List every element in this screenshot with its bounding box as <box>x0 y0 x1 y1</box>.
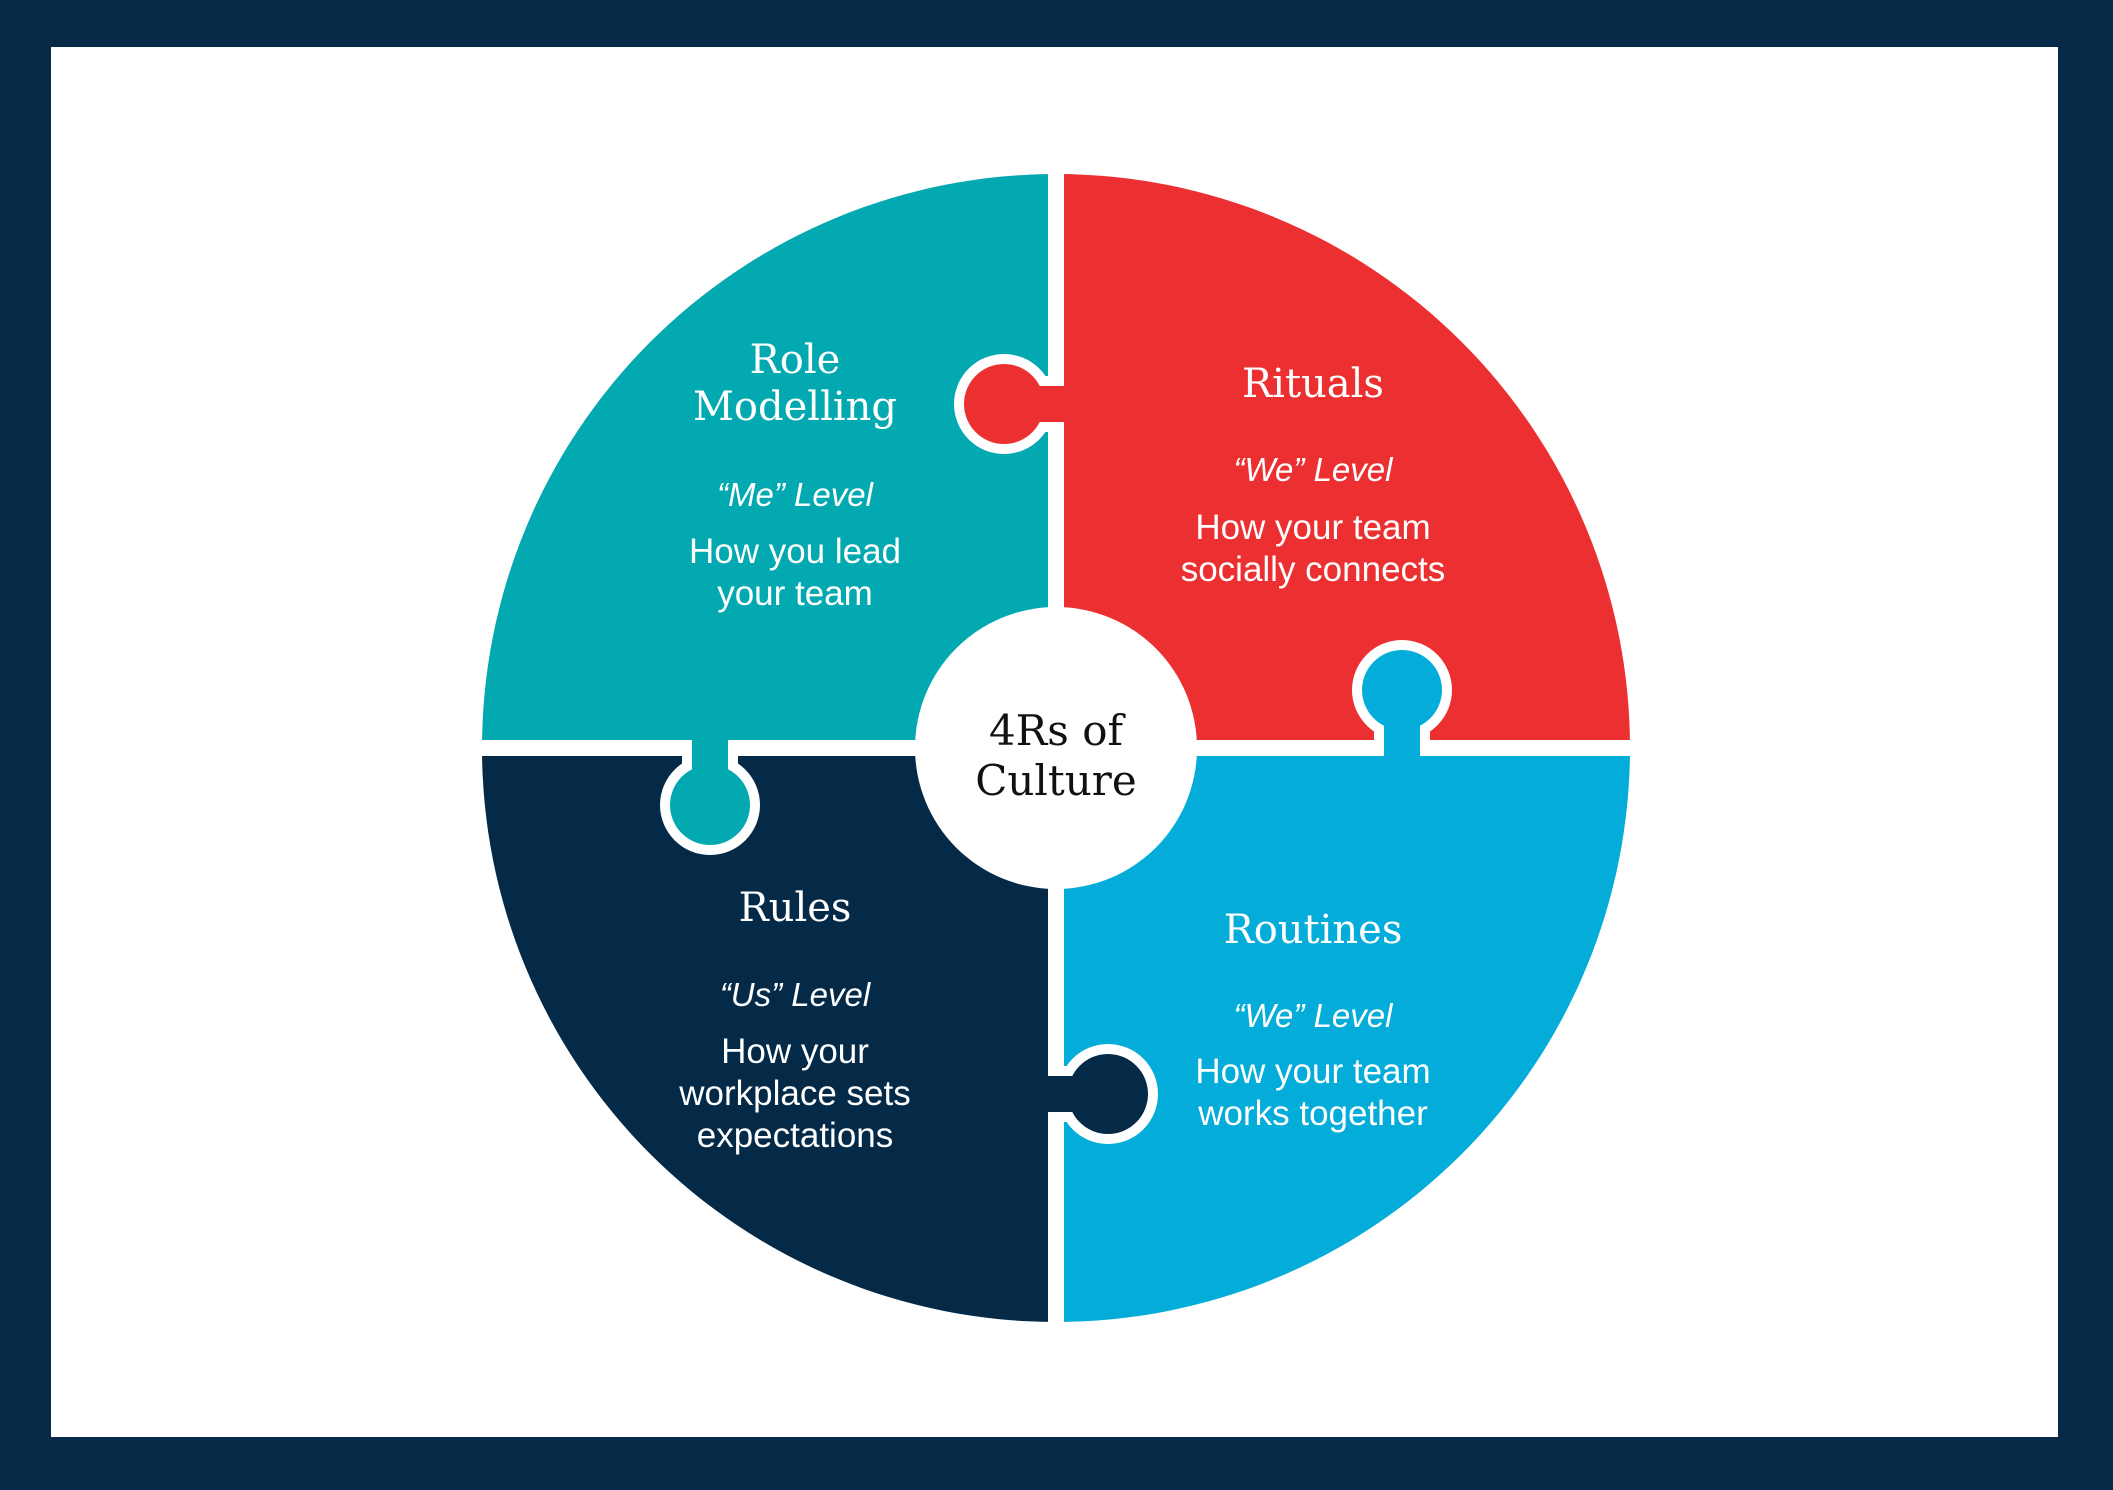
knob-rules <box>1046 1054 1148 1134</box>
role-modelling-level: “Me” Level <box>717 476 875 513</box>
routines-desc-line1: How your team <box>1195 1052 1430 1091</box>
role-modelling-title-line1: Role <box>750 337 841 383</box>
rituals-level: “We” Level <box>1234 451 1395 488</box>
knob-rituals <box>964 364 1066 444</box>
rules-desc-line2: workplace sets <box>678 1074 910 1113</box>
routines-title: Routines <box>1224 907 1403 953</box>
center-circle <box>915 607 1197 889</box>
role-modelling-desc-line1: How you lead <box>689 532 901 571</box>
rules-level: “Us” Level <box>720 976 872 1013</box>
knob-role-modelling <box>670 738 750 845</box>
rituals-title: Rituals <box>1242 361 1384 407</box>
rituals-desc-line2: socially connects <box>1181 550 1446 589</box>
rules-desc-line1: How your <box>721 1032 869 1071</box>
routines-desc-line2: works together <box>1197 1094 1428 1133</box>
role-modelling-desc-line2: your team <box>717 574 873 613</box>
routines-level: “We” Level <box>1234 997 1395 1034</box>
role-modelling-title-line2: Modelling <box>693 384 897 430</box>
knob-routines <box>1362 650 1442 758</box>
rules-title: Rules <box>739 885 852 931</box>
rituals-desc-line1: How your team <box>1195 508 1430 547</box>
center-title-line2: Culture <box>975 756 1136 805</box>
center-title-line1: 4Rs of <box>989 706 1127 755</box>
rules-desc-line3: expectations <box>697 1116 894 1155</box>
